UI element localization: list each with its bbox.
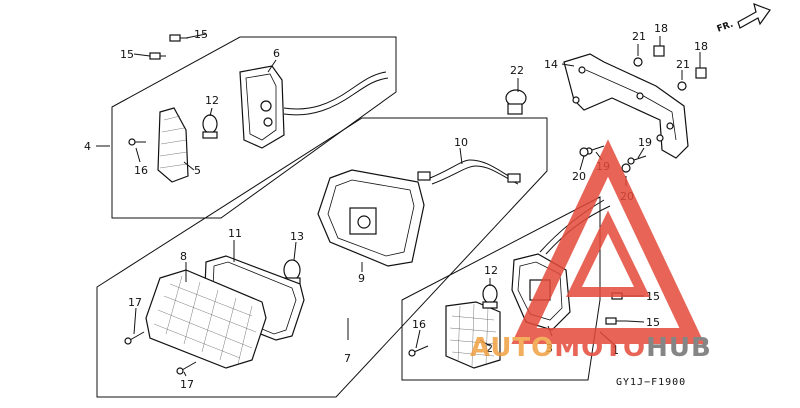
- callout-21-a: 21: [632, 30, 646, 43]
- callout-18-b: 18: [694, 40, 708, 53]
- watermark-text-hub: HUB: [646, 333, 712, 363]
- callout-9: 9: [358, 272, 365, 285]
- nut-18-a: [653, 45, 665, 57]
- group-box-main: [96, 117, 548, 398]
- callout-15-a: 15: [194, 28, 208, 41]
- screw-17-b: [176, 361, 197, 375]
- callout-18-a: 18: [654, 22, 668, 35]
- callout-11: 11: [228, 227, 242, 240]
- callout-6: 6: [273, 47, 280, 60]
- callout-10: 10: [454, 136, 468, 149]
- watermark-text: AUTOMOTOHUB: [470, 333, 712, 363]
- front-direction-label: FR.: [716, 20, 735, 35]
- callout-12-upper: 12: [205, 94, 219, 107]
- callout-21-b: 21: [676, 58, 690, 71]
- watermark-triangle: [511, 139, 705, 344]
- callout-15-c: 15: [646, 290, 660, 303]
- callout-22: 22: [510, 64, 524, 77]
- bolt-19-a: [585, 145, 605, 155]
- callout-15-b: 15: [120, 48, 134, 61]
- screw-16-lower: [408, 345, 429, 357]
- callout-12-lower: 12: [484, 264, 498, 277]
- watermark-text-moto: MOTO: [554, 333, 646, 363]
- callout-17-a: 17: [128, 296, 142, 309]
- screw-15-a: [169, 34, 188, 42]
- bracket-14: [563, 53, 689, 159]
- callout-16-lower: 16: [412, 318, 426, 331]
- callout-13: 13: [290, 230, 304, 243]
- callout-19-b: 19: [638, 136, 652, 149]
- socket-22: [505, 89, 527, 115]
- nut-21-b: [677, 81, 687, 91]
- lens-8: [145, 269, 267, 369]
- watermark-logo: AUTOMOTOHUB: [470, 139, 712, 363]
- bulb-12-upper: [202, 114, 218, 139]
- screw-17-a: [124, 331, 145, 345]
- screw-16-upper: [128, 138, 146, 146]
- watermark-text-auto: AUTO: [470, 333, 554, 363]
- washer-20-b: [621, 163, 631, 173]
- wire-harness-10: [417, 159, 521, 185]
- callout-4: 4: [84, 140, 91, 153]
- reflector-housing-6: [239, 65, 389, 149]
- callout-8: 8: [180, 250, 187, 263]
- front-direction-arrow: FR.: [716, 3, 771, 35]
- group-box-upper-left: [111, 36, 397, 219]
- callout-2: 2: [486, 342, 493, 355]
- lens-2: [445, 301, 501, 369]
- callout-17-b: 17: [180, 378, 194, 391]
- nut-18-b: [695, 67, 707, 79]
- screw-15-d: [605, 317, 626, 325]
- callout-14: 14: [544, 58, 558, 71]
- taillight-housing-9: [317, 169, 425, 267]
- callout-3: 3: [546, 342, 553, 355]
- callout-1: 1: [612, 344, 619, 357]
- callout-5: 5: [194, 164, 201, 177]
- figure-code: GY1J−F1900: [616, 377, 686, 388]
- nut-21-a: [633, 57, 643, 67]
- callout-15-d: 15: [646, 316, 660, 329]
- bulb-12-lower: [482, 284, 498, 309]
- washer-20-a: [579, 147, 589, 157]
- screw-15-b: [149, 52, 166, 60]
- callout-20-a: 20: [572, 170, 586, 183]
- bolt-19-b: [627, 155, 647, 165]
- callout-7: 7: [344, 352, 351, 365]
- callout-16-upper: 16: [134, 164, 148, 177]
- reflector-lens-5: [157, 107, 189, 183]
